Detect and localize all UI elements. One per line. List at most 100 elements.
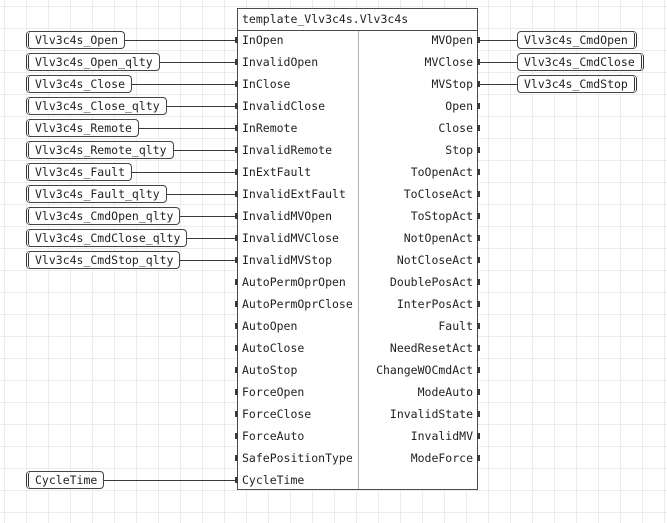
output-pin [477, 301, 480, 307]
input-port-invalid-mvclose[interactable]: InvalidMVClose [242, 231, 339, 245]
output-port-mode-auto[interactable]: ModeAuto [417, 385, 473, 399]
input-wire [180, 260, 237, 261]
input-wire [167, 106, 237, 107]
output-port-not-close-act[interactable]: NotCloseAct [396, 253, 473, 267]
output-port-not-open-act[interactable]: NotOpenAct [403, 231, 473, 245]
output-port-mvopen[interactable]: MVOpen [431, 33, 473, 47]
input-pin [235, 301, 238, 307]
input-port-auto-close[interactable]: AutoClose [242, 341, 305, 355]
input-wire [125, 40, 237, 41]
input-wire [180, 216, 237, 217]
output-port-double-pos-act[interactable]: DoublePosAct [389, 275, 473, 289]
input-pin [235, 389, 238, 395]
output-port-to-open-act[interactable]: ToOpenAct [410, 165, 473, 179]
output-port-mvstop[interactable]: MVStop [431, 77, 473, 91]
input-pin [235, 323, 238, 329]
input-wire [187, 238, 237, 239]
input-wire [139, 128, 237, 129]
input-pin [235, 279, 238, 285]
output-port-invalid-mv[interactable]: InvalidMV [410, 429, 473, 443]
output-port-need-reset-act[interactable]: NeedResetAct [389, 341, 473, 355]
input-pin [235, 411, 238, 417]
output-pin [477, 235, 480, 241]
input-wire [132, 172, 237, 173]
output-port-to-stop-act[interactable]: ToStopAct [410, 209, 473, 223]
input-port-invalid-remote[interactable]: InvalidRemote [242, 143, 333, 157]
output-pin [477, 367, 480, 373]
input-pin [235, 345, 238, 351]
output-pin [477, 279, 480, 285]
input-port-invalid-mvopen[interactable]: InvalidMVOpen [242, 209, 333, 223]
input-pin [235, 433, 238, 439]
input-port-auto-stop[interactable]: AutoStop [242, 363, 298, 377]
output-variable-vlv3c4s-cmd-stop[interactable]: Vlv3c4s_CmdStop [517, 75, 637, 93]
output-port-change-wocmd-act[interactable]: ChangeWOCmdAct [376, 363, 473, 377]
input-wire [104, 480, 237, 481]
input-port-in-ext-fault[interactable]: InExtFault [242, 165, 312, 179]
input-port-in-open[interactable]: InOpen [242, 33, 284, 47]
function-block[interactable]: template_Vlv3c4s.Vlv3c4s [237, 8, 478, 490]
input-port-in-remote[interactable]: InRemote [242, 121, 298, 135]
input-wire [167, 194, 237, 195]
input-variable-vlv3c4s-cmd-close-qlty[interactable]: Vlv3c4s_CmdClose_qlty [26, 229, 188, 247]
input-pin [235, 367, 238, 373]
output-pin [477, 257, 480, 263]
output-pin [477, 433, 480, 439]
input-variable-vlv3c4s-cmd-stop-qlty[interactable]: Vlv3c4s_CmdStop_qlty [26, 251, 181, 269]
output-wire [478, 40, 517, 41]
output-pin [477, 125, 480, 131]
input-wire [174, 150, 237, 151]
output-pin [477, 103, 480, 109]
input-port-force-close[interactable]: ForceClose [242, 407, 312, 421]
input-variable-vlv3c4s-open[interactable]: Vlv3c4s_Open [26, 31, 126, 49]
input-port-force-auto[interactable]: ForceAuto [242, 429, 305, 443]
input-port-auto-perm-opr-close[interactable]: AutoPermOprClose [242, 297, 353, 311]
input-wire [132, 84, 237, 85]
output-variable-vlv3c4s-cmd-close[interactable]: Vlv3c4s_CmdClose [517, 53, 644, 71]
input-port-invalid-close[interactable]: InvalidClose [242, 99, 326, 113]
input-variable-vlv3c4s-close[interactable]: Vlv3c4s_Close [26, 75, 133, 93]
output-pin [477, 345, 480, 351]
output-port-fault[interactable]: Fault [438, 319, 473, 333]
input-variable-vlv3c4s-fault-qlty[interactable]: Vlv3c4s_Fault_qlty [26, 185, 167, 203]
output-port-close[interactable]: Close [438, 121, 473, 135]
input-variable-vlv3c4s-fault[interactable]: Vlv3c4s_Fault [26, 163, 133, 181]
input-variable-cycle-time[interactable]: CycleTime [26, 471, 105, 489]
output-port-inter-pos-act[interactable]: InterPosAct [396, 297, 473, 311]
output-port-to-close-act[interactable]: ToCloseAct [403, 187, 473, 201]
block-title: template_Vlv3c4s.Vlv3c4s [238, 9, 477, 31]
input-port-auto-open[interactable]: AutoOpen [242, 319, 298, 333]
block-divider [358, 31, 359, 489]
input-wire [160, 62, 237, 63]
output-pin [477, 191, 480, 197]
input-port-in-close[interactable]: InClose [242, 77, 291, 91]
output-pin [477, 213, 480, 219]
input-port-safe-position-type[interactable]: SafePositionType [242, 451, 353, 465]
input-port-invalid-mvstop[interactable]: InvalidMVStop [242, 253, 333, 267]
input-variable-vlv3c4s-remote[interactable]: Vlv3c4s_Remote [26, 119, 139, 137]
output-variable-vlv3c4s-cmd-open[interactable]: Vlv3c4s_CmdOpen [517, 31, 637, 49]
input-pin [235, 455, 238, 461]
input-variable-vlv3c4s-cmd-open-qlty[interactable]: Vlv3c4s_CmdOpen_qlty [26, 207, 181, 225]
output-pin [477, 389, 480, 395]
output-wire [478, 62, 517, 63]
output-pin [477, 411, 480, 417]
output-port-open[interactable]: Open [445, 99, 473, 113]
output-port-invalid-state[interactable]: InvalidState [389, 407, 473, 421]
output-pin [477, 323, 480, 329]
output-port-stop[interactable]: Stop [445, 143, 473, 157]
output-port-mvclose[interactable]: MVClose [424, 55, 473, 69]
output-wire [478, 84, 517, 85]
output-port-mode-force[interactable]: ModeForce [410, 451, 473, 465]
input-port-invalid-open[interactable]: InvalidOpen [242, 55, 319, 69]
input-port-force-open[interactable]: ForceOpen [242, 385, 305, 399]
input-port-cycle-time[interactable]: CycleTime [242, 473, 305, 487]
output-pin [477, 455, 480, 461]
input-variable-vlv3c4s-remote-qlty[interactable]: Vlv3c4s_Remote_qlty [26, 141, 174, 159]
input-variable-vlv3c4s-open-qlty[interactable]: Vlv3c4s_Open_qlty [26, 53, 160, 71]
input-variable-vlv3c4s-close-qlty[interactable]: Vlv3c4s_Close_qlty [26, 97, 167, 115]
output-pin [477, 169, 480, 175]
input-port-invalid-ext-fault[interactable]: InvalidExtFault [242, 187, 346, 201]
input-port-auto-perm-opr-open[interactable]: AutoPermOprOpen [242, 275, 346, 289]
